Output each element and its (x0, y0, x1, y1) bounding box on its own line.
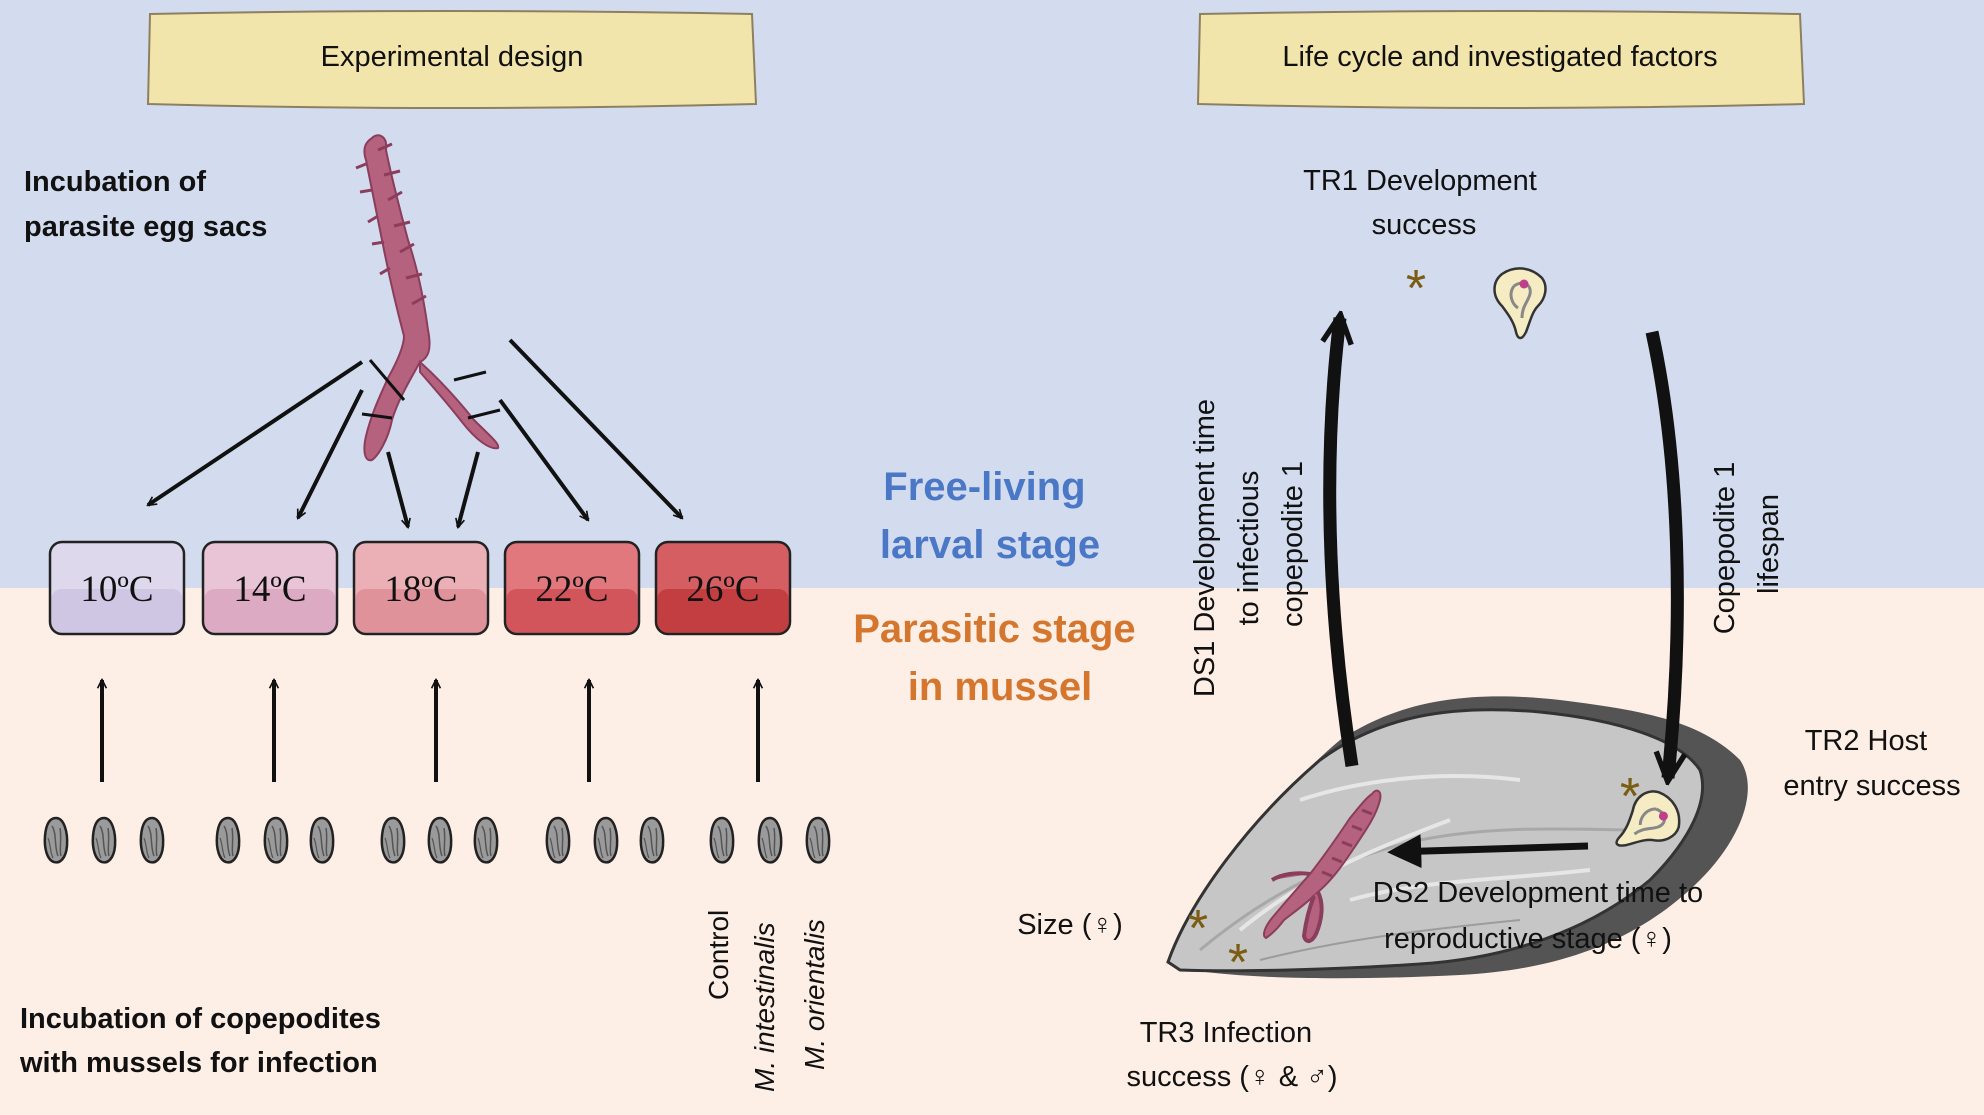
mussel-icon (43, 816, 69, 864)
banner-right: Life cycle and investigated factors (1196, 10, 1806, 109)
label-m-intestinalis: M. intestinalis (749, 922, 780, 1092)
mussel-icon (639, 816, 665, 864)
mussel-icon (427, 816, 453, 864)
temperature-boxes: 10ºC 14ºC 18ºC 22ºC 26ºC (48, 540, 792, 636)
tr1-label: TR1 Development success (1303, 165, 1545, 241)
mussel-icon (473, 816, 499, 864)
temperature-box-4: 26ºC (654, 540, 792, 636)
temperature-label-2: 18ºC (384, 569, 457, 610)
tr2-label: TR2 Host entry success (1783, 725, 1960, 802)
mussel-icon (215, 816, 241, 864)
asterisk-tr1: * (1406, 260, 1426, 318)
egg-sac-arrows (148, 338, 682, 527)
banner-left-text: Experimental design (321, 41, 584, 73)
parasite-in-mussel-icon (1263, 789, 1382, 943)
copepodites-label: Incubation of copepodites with mussels f… (19, 1003, 389, 1079)
mussel-icon (263, 816, 289, 864)
asterisk-tr2: * (1620, 768, 1640, 826)
mussel-icon (757, 816, 783, 864)
ds2-label: DS2 Development time to reproductive sta… (1373, 877, 1712, 955)
mussel-icon (380, 816, 406, 864)
temperature-label-1: 14ºC (233, 569, 306, 610)
parasitic-label: Parasitic stage in mussel (853, 607, 1147, 709)
mussel-icon (593, 816, 619, 864)
mussel-icon (91, 816, 117, 864)
egg-sacs-label: Incubation of parasite egg sacs (24, 166, 267, 243)
temperature-box-2: 18ºC (352, 540, 490, 636)
tr3-label: TR3 Infection success (♀ & ♂) (1126, 1017, 1337, 1093)
mussel-icon (805, 816, 831, 864)
temperature-label-3: 22ºC (535, 569, 608, 610)
arrow-ds2-left (1387, 834, 1589, 869)
lifespan-label: Copepodite 1 lifespan (1709, 454, 1785, 635)
mussel-icon (139, 816, 165, 864)
label-m-orientalis: M. orientalis (799, 919, 830, 1070)
banner-right-text: Life cycle and investigated factors (1282, 41, 1717, 73)
temperature-box-3: 22ºC (503, 540, 641, 636)
mussel-icon (309, 816, 335, 864)
free-living-label: Free-living larval stage (880, 465, 1100, 567)
temperature-label-0: 10ºC (80, 569, 153, 610)
temperature-box-1: 14ºC (201, 540, 339, 636)
parasite-egg-sac-icon (355, 134, 501, 462)
banner-left: Experimental design (146, 10, 758, 109)
asterisk-tr3: * (1228, 934, 1248, 992)
arrow-ds1-up (1330, 318, 1359, 768)
ds1-label: DS1 Development time to infectious copep… (1189, 391, 1309, 697)
mussel-arrows (102, 680, 758, 782)
mussel-icon (709, 816, 735, 864)
asterisk-size: * (1188, 900, 1208, 958)
label-control: Control (703, 910, 734, 1000)
temperature-label-4: 26ºC (686, 569, 759, 610)
size-label: Size (♀) (1017, 909, 1123, 941)
arrow-lifespan-down (1645, 330, 1677, 778)
mussel-icon (545, 816, 571, 864)
temperature-box-0: 10ºC (48, 540, 186, 636)
